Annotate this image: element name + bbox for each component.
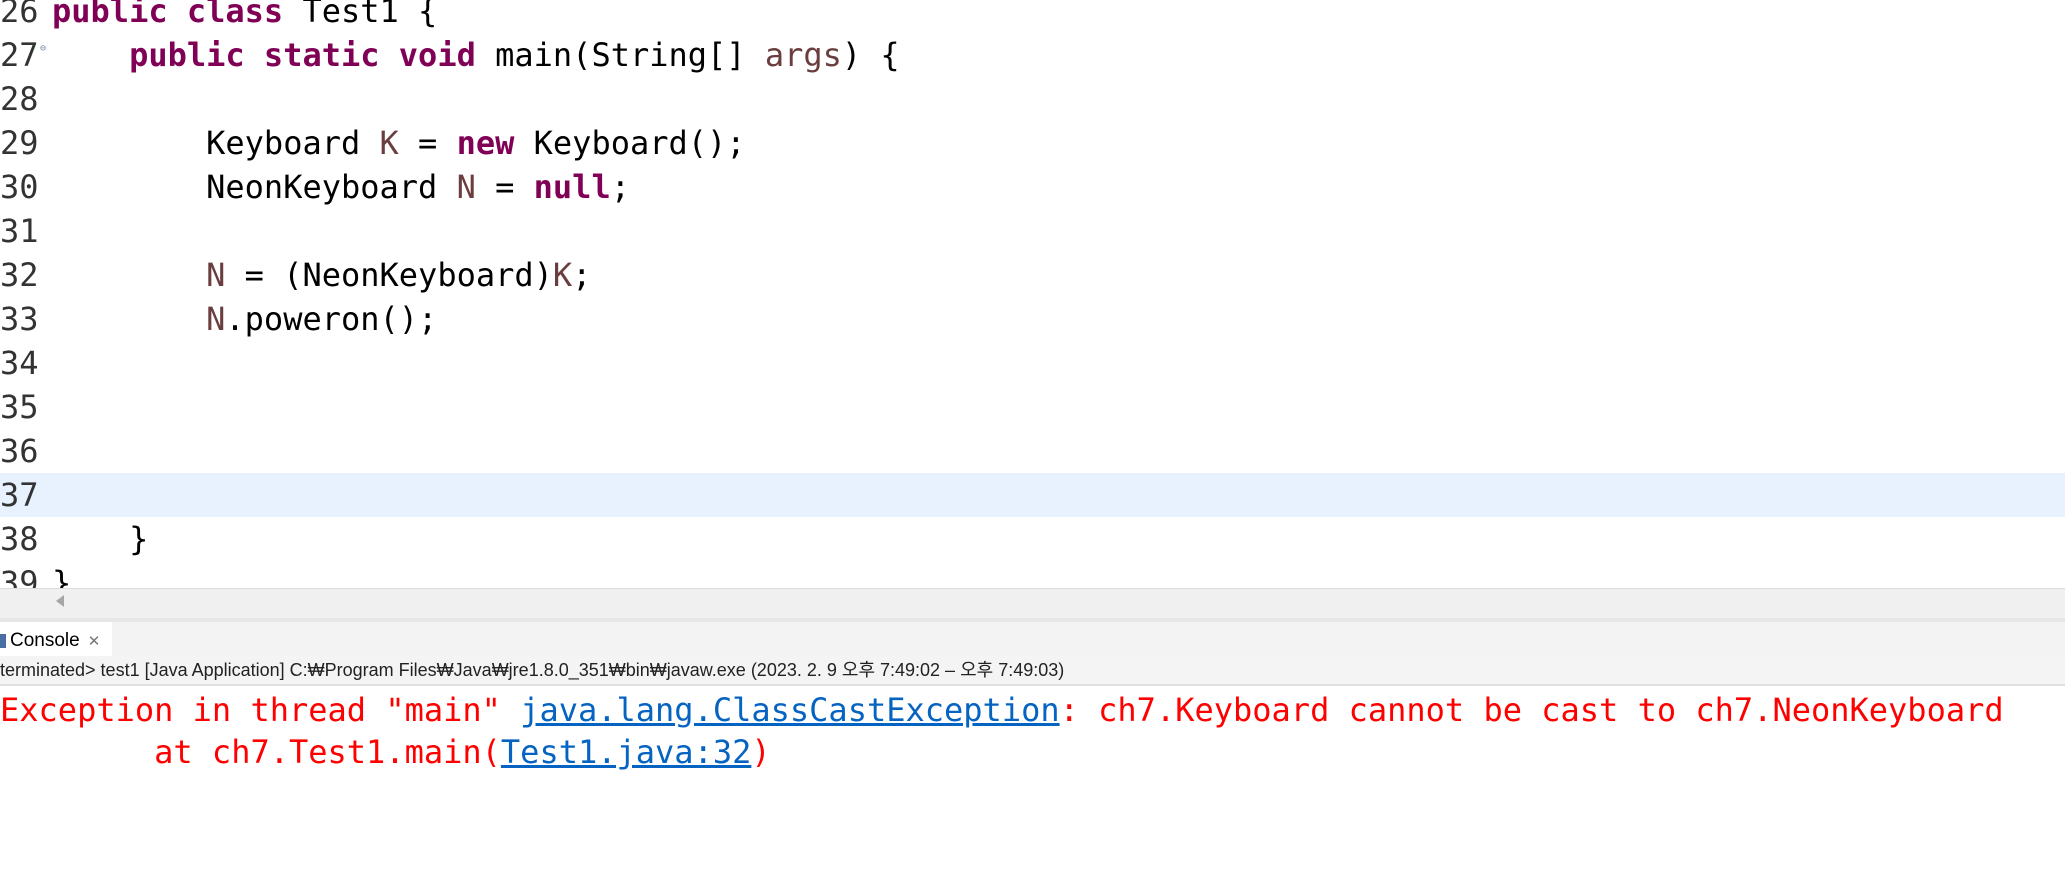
console-error-line: Exception in thread "main" java.lang.Cla… <box>0 689 2004 731</box>
line-number: 33 <box>0 300 39 338</box>
code-token: = (NeonKeyboard) <box>225 256 553 294</box>
close-icon[interactable]: ✕ <box>87 633 101 650</box>
code-token: = <box>398 124 457 162</box>
code-line[interactable]: 29 Keyboard K = new Keyboard(); <box>0 121 2065 165</box>
line-number: 26 <box>0 0 39 30</box>
line-number: 36 <box>0 432 39 470</box>
code-text: } <box>52 517 148 561</box>
code-token: ; <box>572 256 592 294</box>
code-line[interactable]: 34 <box>0 341 2065 385</box>
stack-text: at ch7.Test1.main( <box>0 733 501 771</box>
horizontal-scrollbar[interactable] <box>0 588 2065 619</box>
tab-console-label: Console <box>10 630 80 651</box>
code-line[interactable]: 27⊖ public static void main(String[] arg… <box>0 33 2065 77</box>
code-text: public static void main(String[] args) { <box>52 33 900 77</box>
code-token: main(String[] <box>495 36 765 74</box>
keyword-token: public <box>129 36 264 74</box>
variable-token: K <box>552 256 573 294</box>
variable-token: N <box>206 256 226 294</box>
error-message: : ch7.Keyboard cannot be cast to ch7.Neo… <box>1059 691 2004 729</box>
code-text: } <box>52 561 71 588</box>
code-token: } <box>52 564 72 588</box>
variable-token: K <box>379 124 399 162</box>
code-text: N = (NeonKeyboard)K; <box>52 253 591 297</box>
line-number: 31 <box>0 212 39 250</box>
code-token: = <box>475 168 534 206</box>
code-line[interactable]: 28 <box>0 77 2065 121</box>
scroll-left-arrow-icon[interactable] <box>56 595 64 607</box>
variable-token: N <box>456 168 476 206</box>
code-line[interactable]: 30 NeonKeyboard N = null; <box>0 165 2065 209</box>
line-number: 35 <box>0 388 39 426</box>
keyword-token: static <box>263 36 399 74</box>
line-number: 38 <box>0 520 39 558</box>
line-number: 39 <box>0 564 39 588</box>
variable-token: args <box>764 36 842 74</box>
line-number: 29 <box>0 124 39 162</box>
tab-console[interactable]: Console ✕ <box>0 622 113 660</box>
exception-link[interactable]: java.lang.ClassCastException <box>520 691 1060 729</box>
code-token: ; <box>610 168 630 206</box>
line-number: 28 <box>0 80 39 118</box>
code-token: Keyboard(); <box>514 124 746 162</box>
code-token: .poweron(); <box>225 300 438 338</box>
console-stack-line: at ch7.Test1.main(Test1.java:32) <box>0 731 771 773</box>
code-line[interactable]: 26 public class Test1 { <box>0 0 2065 33</box>
fold-marker-icon[interactable]: ⊖ <box>40 43 47 54</box>
error-text: Exception in thread "main" <box>0 691 521 729</box>
line-number: 30 <box>0 168 39 206</box>
keyword-token: void <box>398 36 496 74</box>
line-number: 32 <box>0 256 39 294</box>
line-number: 27 <box>0 36 39 74</box>
code-text: NeonKeyboard N = null; <box>52 165 630 209</box>
console-icon <box>0 634 6 648</box>
code-line[interactable]: 39} <box>0 561 2065 588</box>
code-token: Test1 { <box>302 0 438 30</box>
line-number: 37 <box>0 476 39 514</box>
code-line[interactable]: 33 N.poweron(); <box>0 297 2065 341</box>
code-line[interactable]: 36 <box>0 429 2065 473</box>
code-token: NeonKeyboard <box>52 168 457 206</box>
code-line[interactable]: 35 <box>0 385 2065 429</box>
source-link[interactable]: Test1.java:32 <box>500 733 752 771</box>
code-line[interactable]: 38 } <box>0 517 2065 561</box>
keyword-token: public <box>52 0 187 30</box>
code-line[interactable]: 37 <box>0 473 2065 517</box>
keyword-token: null <box>533 168 611 206</box>
code-token: ) { <box>841 36 900 74</box>
console-status-line: terminated> test1 [Java Application] C:₩… <box>0 656 2065 686</box>
console-tab-bar: Console ✕ <box>0 618 2065 660</box>
code-token: } <box>52 520 149 558</box>
variable-token: N <box>206 300 226 338</box>
code-token: Keyboard <box>52 124 380 162</box>
keyword-token: new <box>456 124 515 162</box>
code-line[interactable]: 32 N = (NeonKeyboard)K; <box>0 253 2065 297</box>
code-token <box>52 36 129 74</box>
code-text: N.poweron(); <box>52 297 437 341</box>
stack-suffix: ) <box>751 733 771 771</box>
line-number: 34 <box>0 344 39 382</box>
code-token <box>52 300 206 338</box>
keyword-token: class <box>186 0 303 30</box>
code-text: Keyboard K = new Keyboard(); <box>52 121 746 165</box>
code-token <box>52 256 206 294</box>
code-text: public class Test1 { <box>52 0 437 33</box>
code-line[interactable]: 31 <box>0 209 2065 253</box>
console-output[interactable]: Exception in thread "main" java.lang.Cla… <box>0 686 2065 869</box>
